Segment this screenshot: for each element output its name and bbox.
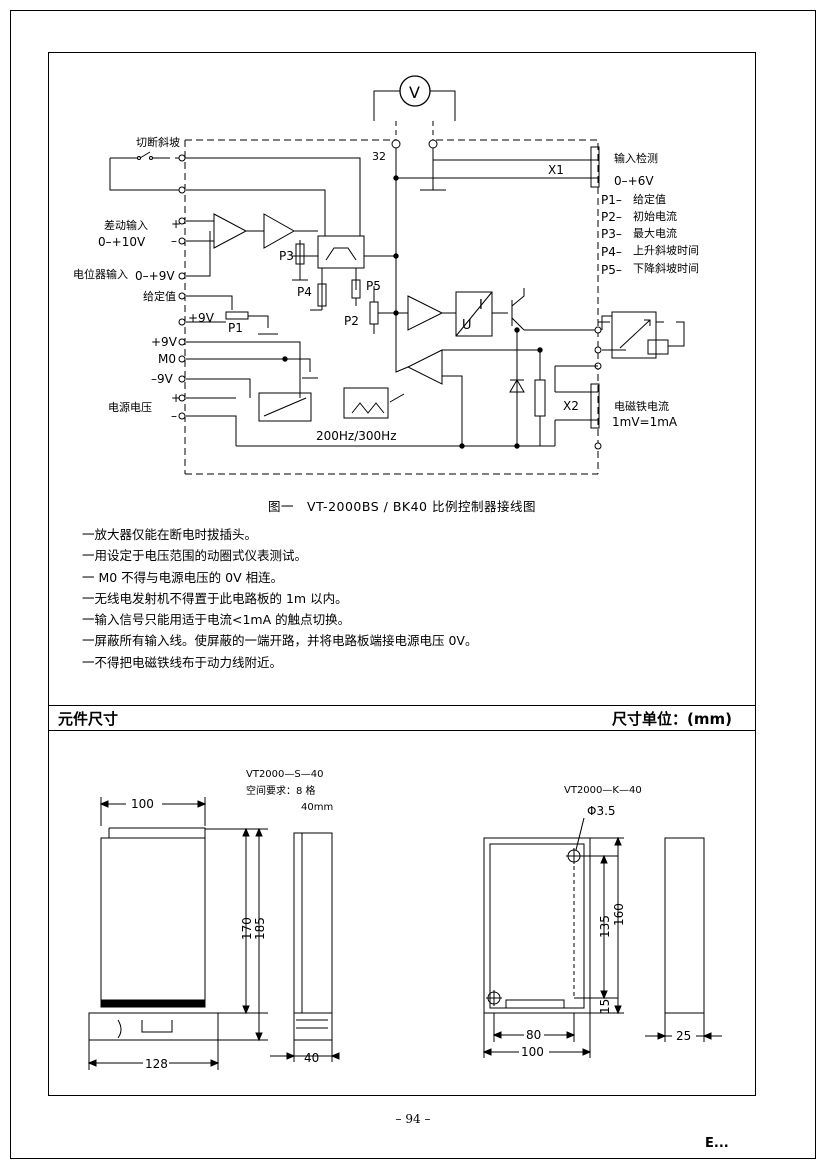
dimensions-header: 元件尺寸 尺寸单位：(mm) bbox=[48, 705, 756, 731]
svg-text:VT2000—K—40: VT2000—K—40 bbox=[564, 785, 642, 796]
svg-text:P2: P2 bbox=[344, 314, 359, 328]
svg-text:电磁铁电流: 电磁铁电流 bbox=[614, 399, 669, 413]
page-frame bbox=[10, 10, 816, 1159]
page-number: – 94 – bbox=[395, 1112, 431, 1126]
svg-text:P5–: P5– bbox=[601, 263, 622, 277]
svg-text:100: 100 bbox=[131, 797, 154, 811]
svg-text:–9V: –9V bbox=[151, 372, 174, 386]
ramp-cut-label: 切断斜坡 bbox=[136, 135, 180, 149]
svg-text:X1: X1 bbox=[548, 163, 564, 177]
svg-text:P1: P1 bbox=[228, 321, 243, 335]
svg-text:差动输入: 差动输入 bbox=[104, 218, 148, 232]
svg-text:下降斜坡时间: 下降斜坡时间 bbox=[633, 261, 699, 275]
svg-text:135: 135 bbox=[598, 915, 612, 938]
svg-text:电源电压: 电源电压 bbox=[108, 400, 152, 414]
svg-text:X2: X2 bbox=[563, 399, 579, 413]
svg-text:+: + bbox=[171, 217, 181, 231]
svg-text:185: 185 bbox=[253, 917, 267, 940]
svg-text:128: 128 bbox=[145, 1057, 168, 1071]
note-item: 一 M0 不得与电源电压的 0V 相连。 bbox=[82, 569, 284, 585]
content-panel bbox=[48, 52, 756, 1096]
svg-text:200Hz/300Hz: 200Hz/300Hz bbox=[316, 429, 397, 443]
svg-text:1mV=1mA: 1mV=1mA bbox=[612, 415, 678, 429]
note-item: 一用设定于电压范围的动圈式仪表测试。 bbox=[82, 548, 308, 564]
svg-text:160: 160 bbox=[612, 903, 626, 926]
svg-text:P5: P5 bbox=[366, 279, 381, 293]
svg-text:P4–: P4– bbox=[601, 245, 622, 259]
svg-text:15: 15 bbox=[598, 999, 612, 1014]
note-item: 一无线电发射机不得置于此电路板的 1m 以内。 bbox=[82, 590, 348, 606]
note-item: 一屏蔽所有输入线。使屏蔽的一端开路，并将电路板端接电源电压 0V。 bbox=[82, 633, 478, 649]
svg-text:0–+9V: 0–+9V bbox=[135, 269, 175, 283]
notes-list: 一放大器仅能在断电时拔插头。 一用设定于电压范围的动圈式仪表测试。 一 M0 不… bbox=[82, 524, 477, 673]
svg-text:I: I bbox=[479, 298, 483, 313]
note-item: 一放大器仅能在断电时拔插头。 bbox=[82, 527, 258, 542]
note-item: 一输入信号只能用适于电流<1mA 的触点切换。 bbox=[82, 612, 351, 628]
svg-text:M0: M0 bbox=[158, 352, 176, 366]
svg-text:170: 170 bbox=[240, 917, 254, 940]
svg-text:80: 80 bbox=[526, 1028, 541, 1042]
svg-text:U: U bbox=[462, 318, 472, 333]
svg-text:25: 25 bbox=[676, 1029, 691, 1043]
note-item: 一不得把电磁铁线布于动力线附近。 bbox=[82, 654, 283, 670]
svg-text:VT2000—S—40: VT2000—S—40 bbox=[246, 769, 323, 780]
svg-text:输入检测: 输入检测 bbox=[614, 151, 658, 165]
svg-text:+9V: +9V bbox=[151, 335, 178, 349]
svg-text:最大电流: 最大电流 bbox=[633, 226, 677, 240]
svg-text:0–+6V: 0–+6V bbox=[614, 174, 654, 188]
svg-text:上升斜坡时间: 上升斜坡时间 bbox=[633, 244, 699, 257]
svg-text:P3–: P3– bbox=[601, 227, 622, 241]
svg-text:空间要求：8 格: 空间要求：8 格 bbox=[246, 784, 316, 797]
svg-text:给定值: 给定值 bbox=[633, 192, 666, 206]
footer-mark: E... bbox=[705, 1136, 729, 1151]
figure-caption: 图一 VT-2000BS / BK40 比例控制器接线图 bbox=[268, 499, 536, 514]
svg-text:100: 100 bbox=[521, 1045, 544, 1059]
svg-text:+: + bbox=[171, 391, 181, 405]
svg-text:–: – bbox=[171, 234, 177, 248]
svg-text:P1–: P1– bbox=[601, 193, 622, 207]
svg-text:Φ3.5: Φ3.5 bbox=[587, 804, 616, 818]
svg-text:32: 32 bbox=[372, 150, 386, 163]
svg-text:P4: P4 bbox=[297, 285, 312, 299]
svg-text:40: 40 bbox=[304, 1051, 319, 1065]
svg-text:电位器输入: 电位器输入 bbox=[73, 267, 128, 281]
dimensions-unit: 尺寸单位：(mm) bbox=[612, 710, 732, 728]
svg-text:P3: P3 bbox=[279, 249, 294, 263]
svg-text:P2–: P2– bbox=[601, 210, 622, 224]
svg-text:给定值: 给定值 bbox=[143, 289, 176, 303]
svg-text:40mm: 40mm bbox=[301, 802, 333, 813]
svg-text:–: – bbox=[171, 409, 177, 423]
voltmeter-label: V bbox=[409, 83, 420, 102]
svg-text:0–+10V: 0–+10V bbox=[98, 235, 146, 249]
dimensions-title: 元件尺寸 bbox=[58, 710, 119, 728]
svg-text:初始电流: 初始电流 bbox=[633, 209, 677, 223]
